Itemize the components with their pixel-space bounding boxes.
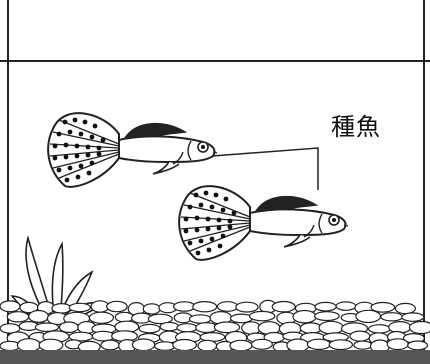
gravel-pebble xyxy=(159,321,180,332)
gravel-pebble xyxy=(138,323,161,334)
gravel-pebble xyxy=(235,301,259,313)
gravel-pebble xyxy=(172,338,198,352)
gravel-pebble xyxy=(353,340,373,350)
gravel-pebble xyxy=(292,309,317,324)
gravel-pebble xyxy=(306,338,331,350)
gravel-pebble xyxy=(250,338,273,350)
gravel-pebble xyxy=(16,338,41,353)
gravel-pebble xyxy=(192,301,218,313)
gravel-pebble xyxy=(197,339,218,352)
gravel-pebble xyxy=(318,320,344,335)
gravel-pebble xyxy=(299,322,323,334)
gravel-pebble xyxy=(249,310,276,322)
gravel-pebble xyxy=(314,301,337,312)
gravel-pebble xyxy=(114,311,135,323)
gravel-pebble xyxy=(386,338,409,351)
gravel-pebble xyxy=(142,303,161,315)
gravel-pebble xyxy=(38,338,64,352)
gravel-pebble xyxy=(335,301,357,311)
gravel-pebble xyxy=(106,300,128,313)
gravel-pebble xyxy=(0,300,21,313)
gravel-pebble xyxy=(188,314,212,324)
gravel-pebble xyxy=(328,339,353,351)
gravel-pebble xyxy=(349,330,371,342)
tank-base xyxy=(0,350,430,364)
gravel-pebble xyxy=(314,311,340,322)
gravel-pebble xyxy=(216,301,239,312)
gravel-pebble xyxy=(380,312,404,322)
gravel-pebble xyxy=(91,330,116,342)
gravel-pebble xyxy=(394,302,416,315)
gravel-pebble xyxy=(271,300,296,313)
gravel-pebble xyxy=(176,323,198,333)
gravel-bed xyxy=(0,299,430,354)
gravel-pebble xyxy=(407,340,429,351)
gravel-pebble xyxy=(68,302,92,313)
callout-leader xyxy=(211,147,319,190)
gravel-pebble xyxy=(388,321,412,334)
gravel-pebble xyxy=(34,322,60,332)
gravel-pebble xyxy=(355,309,382,324)
gravel-pebble xyxy=(368,324,391,334)
gravel-pebble xyxy=(6,311,30,323)
gravel-pebble xyxy=(229,339,253,352)
gravel-pebble xyxy=(58,321,79,333)
gravel-pebble xyxy=(147,313,173,325)
gravel-pebble xyxy=(28,309,50,323)
gravel-pebble xyxy=(213,321,241,334)
gravel-pebble xyxy=(401,312,425,322)
gravel-pebble xyxy=(100,339,120,351)
gravel-pebble xyxy=(131,338,156,352)
gravel-pebble xyxy=(173,301,196,312)
gravel-pebble xyxy=(88,311,115,324)
gravel-pebble xyxy=(370,301,396,313)
callout-label: 種魚 xyxy=(331,113,381,141)
gravel-pebble xyxy=(153,341,176,352)
gravel-pebble xyxy=(408,320,430,335)
gravel-pebble xyxy=(51,302,72,314)
gravel-pebble xyxy=(286,338,310,353)
